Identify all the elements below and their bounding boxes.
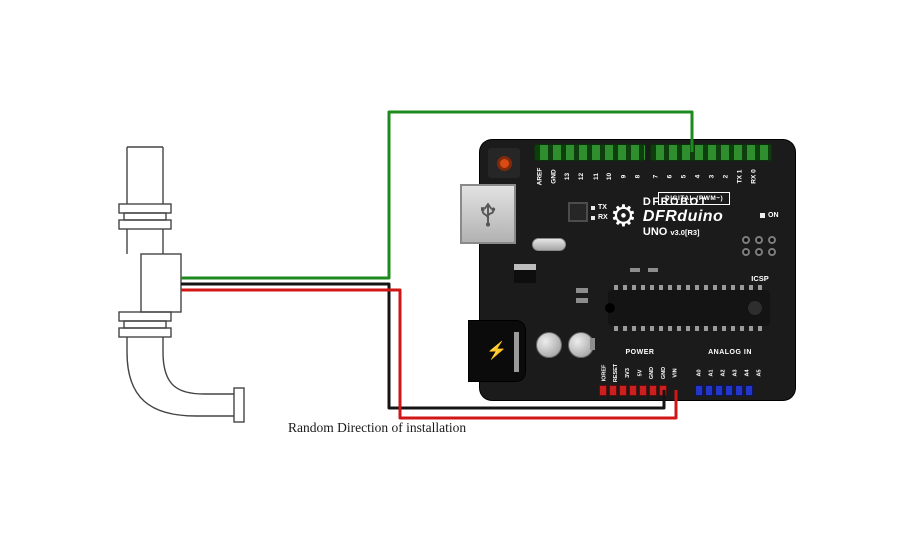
power-pin (609, 385, 617, 396)
usb-connector (460, 184, 516, 244)
icsp-pin (768, 248, 776, 256)
on-led (760, 213, 765, 218)
digital-pin-labels-left: AREF GND 13 12 11 10 9 8 (533, 163, 645, 189)
lightning-icon: ⚡ (486, 341, 508, 360)
sensor-drawing (118, 146, 245, 423)
pin-label: RESET (613, 363, 619, 382)
smd-component (648, 268, 658, 272)
rx-label: RX (598, 214, 608, 221)
pin-label: IOREF (601, 364, 607, 381)
power-pin-group: IOREF RESET 3V3 5V GND GND VIN (598, 360, 682, 396)
power-pin (619, 385, 627, 396)
power-section-label: POWER (625, 349, 655, 356)
pin-label: 4 (694, 174, 702, 178)
smd-component (576, 288, 588, 293)
pin-label: 11 (592, 172, 600, 180)
power-on-indicator: ON (760, 212, 779, 219)
model-name: UNO (642, 226, 668, 238)
crystal-oscillator (532, 238, 566, 251)
power-pin (599, 385, 607, 396)
analog-pin (705, 385, 713, 396)
model-version: v3.0[R3] (670, 228, 700, 237)
digital-header-left (534, 144, 646, 161)
pin-label: VIN (672, 367, 679, 378)
rx-led (591, 215, 595, 220)
pin-label: 3 (708, 174, 716, 178)
icsp-label: ICSP (751, 274, 769, 283)
pin-label: A5 (757, 368, 763, 377)
smd-component (630, 268, 640, 272)
icsp-pin (742, 248, 750, 256)
smd-component (576, 298, 588, 303)
pin-label: 5V (636, 369, 643, 376)
tx-led (591, 205, 595, 210)
icsp-pin (755, 248, 763, 256)
pin-label: A4 (745, 368, 751, 377)
analog-pin (715, 385, 723, 396)
reset-button-cap (496, 155, 512, 171)
analog-pin (725, 385, 733, 396)
product-name: DFRduino (642, 208, 724, 225)
analog-pin (695, 385, 703, 396)
pin-label: A0 (697, 368, 703, 377)
pin-label: A2 (721, 368, 727, 377)
pin-label: 2 (722, 174, 730, 178)
gear-icon: ⚙ (610, 200, 637, 233)
power-jack: ⚡ (468, 320, 526, 382)
usb-icon (481, 202, 496, 227)
icsp-header (742, 236, 777, 256)
power-pin (659, 385, 667, 396)
power-pin (649, 385, 657, 396)
icsp-pin (755, 236, 763, 244)
caption-text: Random Direction of installation (288, 420, 467, 435)
pin-label: GND (550, 168, 558, 184)
voltage-regulator (514, 264, 536, 283)
power-pin (629, 385, 637, 396)
power-pin (639, 385, 647, 396)
board-logo: ⚙ DFROBOT DFRduino UNO v3.0[R3] (610, 196, 723, 238)
pin-label: 12 (578, 172, 586, 180)
pin-label: TX 1 (736, 169, 744, 183)
digital-pin-labels-right: 7 6 5 4 3 2 TX 1 RX 0 (649, 163, 761, 189)
smd-component (590, 338, 595, 350)
pin-label: GND (661, 366, 668, 379)
pin-label: 5 (680, 174, 688, 178)
pin-label: RX 0 (750, 168, 758, 184)
pin-label: 13 (564, 172, 572, 180)
analog-pin-group: A0 A1 A2 A3 A4 A5 (694, 360, 766, 396)
regulator-body (514, 270, 536, 283)
reset-button (488, 148, 520, 178)
pin-label: A3 (733, 368, 739, 377)
icsp-pin (768, 236, 776, 244)
on-label: ON (768, 212, 779, 219)
chip-notch (605, 303, 615, 313)
analog-pin (735, 385, 743, 396)
usb-interface-chip (568, 202, 588, 222)
mcu-chip (605, 285, 770, 331)
pin-label: AREF (536, 167, 544, 185)
pin-label: A1 (709, 368, 715, 377)
arduino-board: AREF GND 13 12 11 10 9 8 7 6 5 4 3 2 TX … (460, 140, 795, 400)
pin-label: 9 (620, 174, 628, 178)
icsp-pin (742, 236, 750, 244)
tx-label: TX (598, 204, 607, 211)
pin-label: 6 (666, 174, 674, 178)
capacitor (536, 332, 562, 358)
analog-pin (745, 385, 753, 396)
digital-header-right (650, 144, 772, 161)
pin-label: GND (649, 366, 656, 379)
pin-label: 7 (652, 174, 660, 178)
pin-label: 8 (634, 174, 642, 178)
brand-name: DFROBOT (642, 196, 708, 208)
tx-rx-leds: TX RX (591, 204, 608, 224)
pin-label: 3V3 (624, 367, 631, 378)
pin-label: 10 (606, 172, 614, 180)
chip-dot (748, 301, 762, 315)
analog-section-label: ANALOG IN (708, 349, 752, 356)
